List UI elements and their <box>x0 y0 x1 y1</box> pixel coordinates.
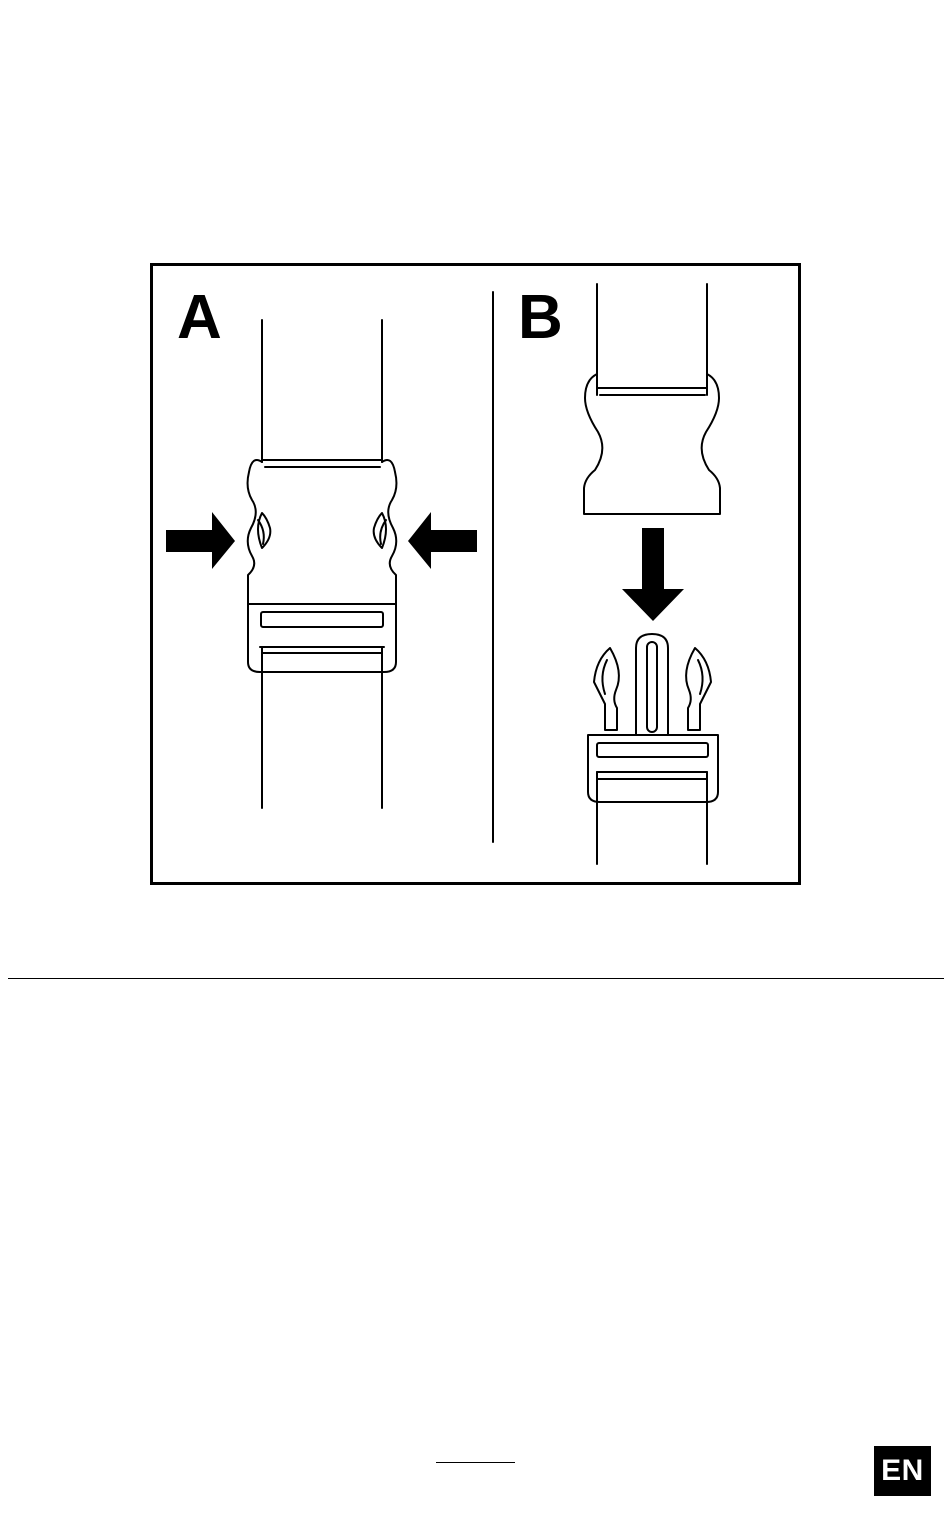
panel-b-male-buckle-icon <box>588 634 718 864</box>
buckle-illustration <box>150 263 801 885</box>
panel-a-buckle-icon <box>248 320 397 808</box>
press-arrow-right-icon <box>166 512 235 569</box>
press-arrow-left-icon <box>408 512 477 569</box>
insert-arrow-down-icon <box>622 528 684 621</box>
language-badge: EN <box>874 1446 931 1496</box>
page-number-rule <box>436 1462 515 1463</box>
section-divider <box>8 978 944 979</box>
buckle-illustration-frame <box>150 263 801 885</box>
panel-a-label: A <box>177 287 222 349</box>
panel-b-female-buckle-icon <box>584 284 720 514</box>
panel-b-label: B <box>518 287 563 349</box>
